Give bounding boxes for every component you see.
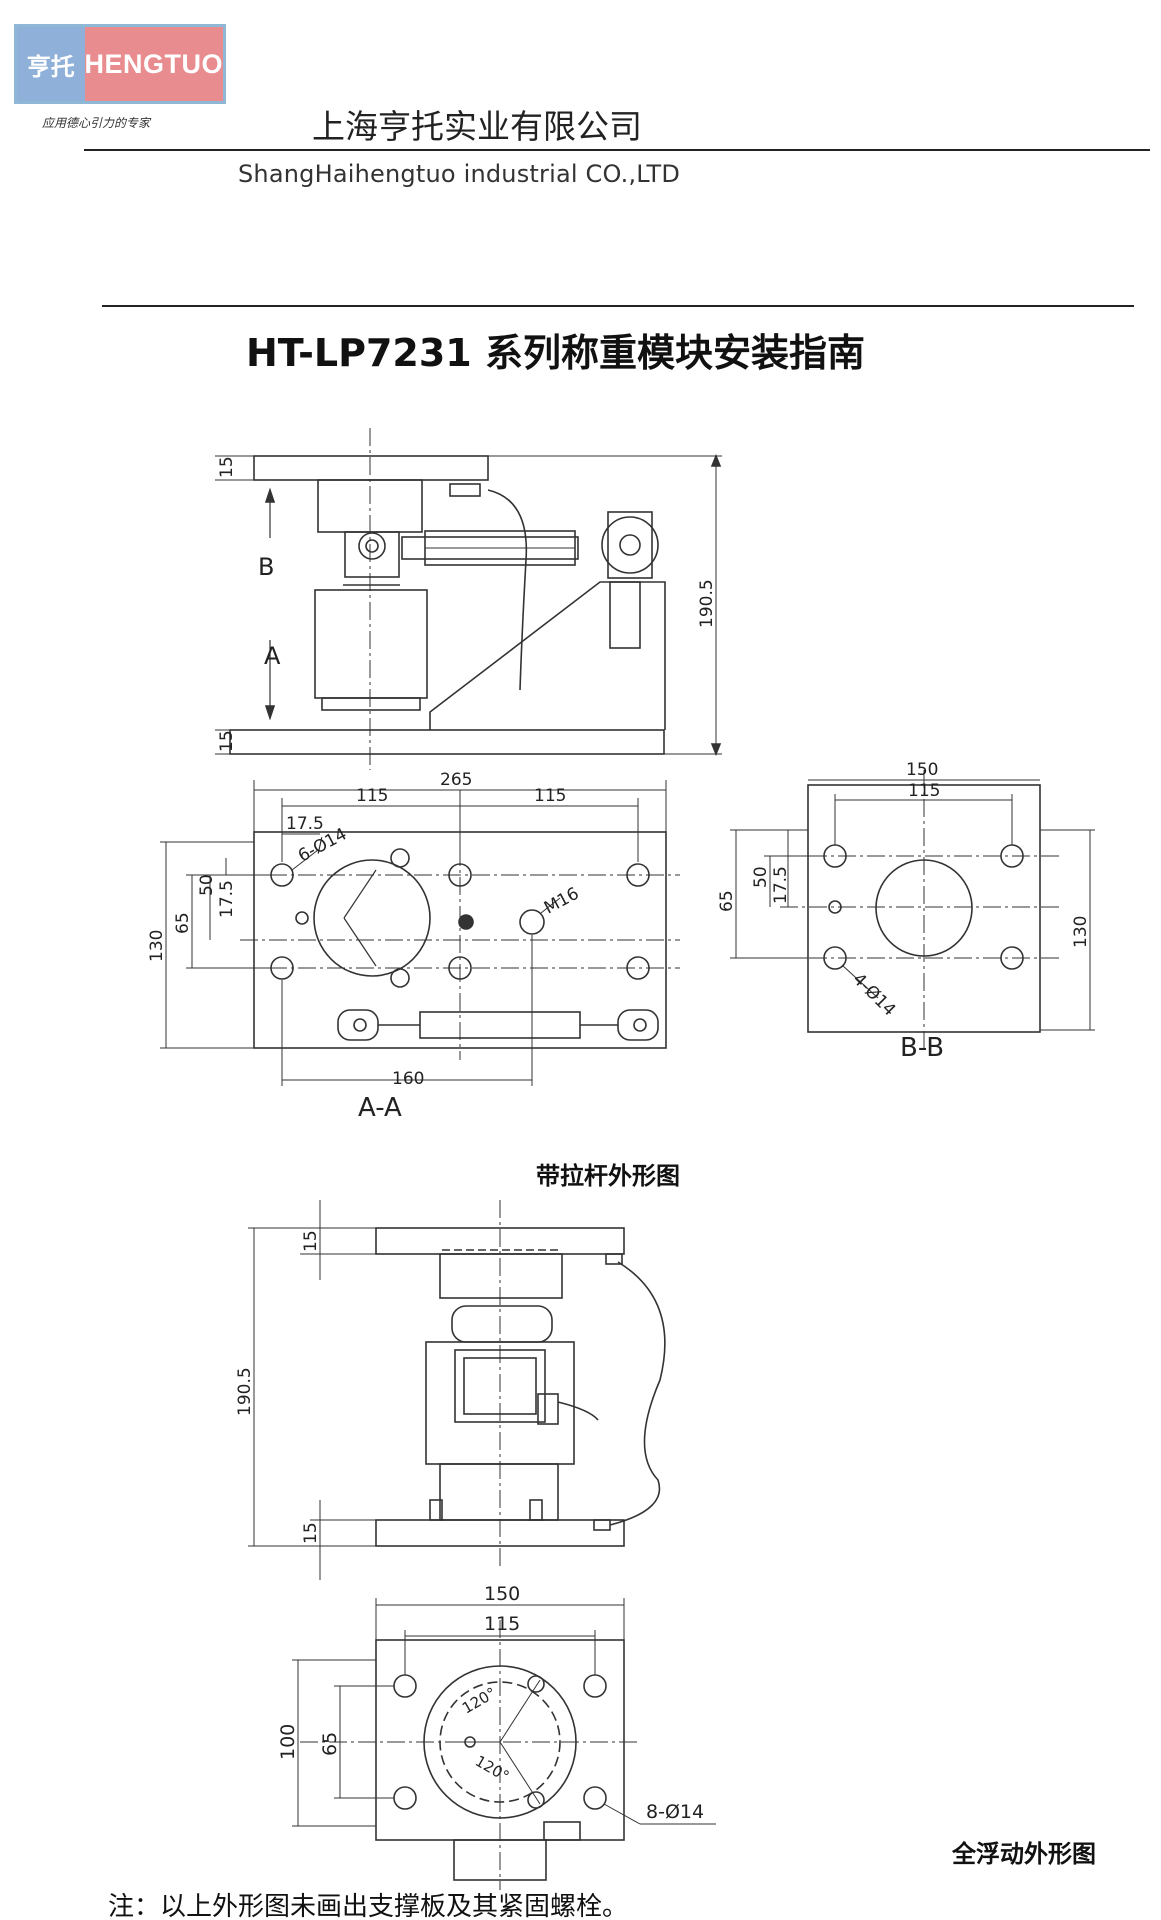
dim-fl-100: 100 — [277, 1724, 299, 1760]
elevation-view-floating — [248, 1200, 666, 1580]
dim-aa-65: 65 — [173, 912, 193, 934]
dim-height-190-5: 190.5 — [697, 579, 717, 628]
dim-bb-holes: 4-Ø14 — [848, 969, 899, 1020]
caption-floating: 全浮动外形图 — [952, 1840, 1096, 1868]
dim-aa-160: 160 — [392, 1069, 424, 1089]
section-bb-view — [730, 770, 1095, 1050]
page-title: HT-LP7231 系列称重模块安装指南 — [246, 331, 865, 375]
logo-slogan: 应用德心引力的专家 — [42, 116, 151, 130]
company-name-en: ShangHaihengtuo industrial CO.,LTD — [238, 160, 681, 188]
label-aa: A-A — [358, 1093, 402, 1123]
dim-top-plate-15: 15 — [217, 456, 237, 478]
elevation-view-tie-rod — [215, 428, 722, 770]
dim-fl-height: 190.5 — [235, 1367, 255, 1416]
dim-aa-50: 50 — [197, 874, 217, 896]
label-bb: B-B — [900, 1033, 944, 1063]
dim-fl-115: 115 — [484, 1613, 520, 1635]
dim-fl-top-15: 15 — [301, 1230, 321, 1252]
dim-aa-17-5-v: 17.5 — [217, 880, 237, 918]
plan-view-floating — [292, 1598, 716, 1890]
dim-aa-m16: M16 — [541, 884, 582, 919]
company-logo: 亨托 HENGTUO — [14, 24, 226, 104]
label-b: B — [258, 553, 274, 581]
dim-fl-angle1: 120° — [459, 1684, 499, 1718]
dim-bb-115: 115 — [908, 781, 940, 801]
dim-base-plate-15: 15 — [217, 730, 237, 752]
dim-aa-17-5: 17.5 — [286, 814, 324, 834]
logo-en-text: HENGTUO — [84, 27, 223, 101]
section-aa-view — [160, 780, 680, 1086]
logo-cn-text: 亨托 — [17, 27, 85, 101]
dim-bb-130: 130 — [1071, 916, 1091, 948]
dim-fl-holes: 8-Ø14 — [646, 1801, 704, 1823]
dim-aa-130: 130 — [147, 930, 167, 962]
dim-aa-115-right: 115 — [534, 786, 566, 806]
dim-bb-150: 150 — [906, 760, 938, 780]
dim-bb-17-5: 17.5 — [771, 866, 791, 904]
dim-fl-65: 65 — [319, 1732, 341, 1756]
dim-aa-115-left: 115 — [356, 786, 388, 806]
caption-tie-rod: 带拉杆外形图 — [536, 1162, 680, 1190]
dim-fl-base-15: 15 — [301, 1522, 321, 1544]
company-name-cn: 上海亨托实业有限公司 — [312, 107, 642, 146]
dim-aa-265: 265 — [440, 770, 472, 790]
footnote: 注：以上外形图未画出支撑板及其紧固螺栓。 — [108, 1892, 629, 1920]
dim-bb-65: 65 — [717, 890, 737, 912]
dim-fl-150: 150 — [484, 1583, 520, 1605]
header-rule-bottom — [102, 305, 1134, 307]
dim-fl-angle2: 120° — [472, 1752, 512, 1786]
label-a: A — [264, 642, 281, 670]
dim-bb-50: 50 — [751, 866, 771, 888]
header-rule-top — [84, 149, 1150, 151]
